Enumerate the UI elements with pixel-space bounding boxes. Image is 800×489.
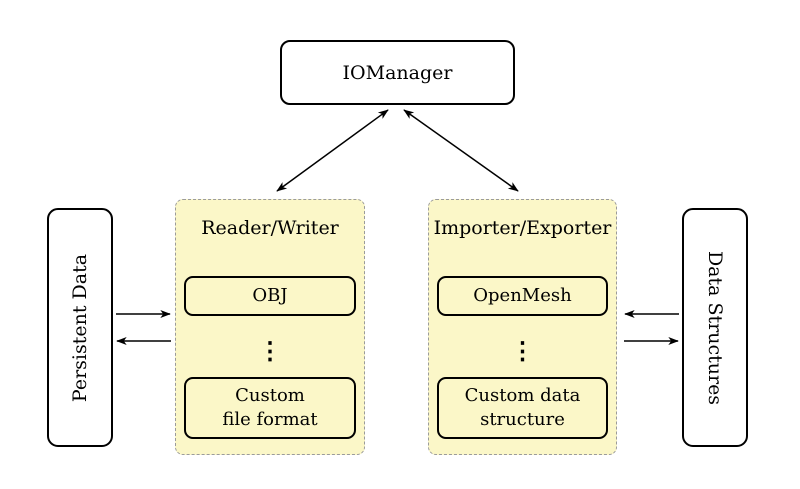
reader-writer-title: Reader/Writer (201, 217, 339, 239)
custom-file-format-box: Custom file format (184, 377, 356, 439)
importer-exporter-title: Importer/Exporter (433, 217, 612, 239)
reader-writer-group: Reader/Writer OBJ ⋮ Custom file format (175, 199, 365, 455)
persistent-data-label: Persistent Data (69, 253, 91, 402)
iomanager-box: IOManager (280, 40, 515, 105)
persistent-data-box: Persistent Data (47, 208, 113, 447)
importer-exporter-group: Importer/Exporter OpenMesh ⋮ Custom data… (428, 199, 617, 455)
arrow-iomanager-importerexporter (403, 109, 519, 192)
data-structures-label: Data Structures (704, 250, 726, 405)
vertical-ellipsis-right: ⋮ (510, 335, 535, 365)
openmesh-box: OpenMesh (437, 276, 608, 316)
vertical-ellipsis-left: ⋮ (258, 335, 282, 365)
iomanager-label: IOManager (342, 61, 453, 84)
obj-box: OBJ (184, 276, 356, 316)
custom-data-structure-box: Custom data structure (437, 377, 608, 439)
arrow-iomanager-readerwriter (276, 109, 389, 192)
data-structures-box: Data Structures (682, 208, 748, 447)
